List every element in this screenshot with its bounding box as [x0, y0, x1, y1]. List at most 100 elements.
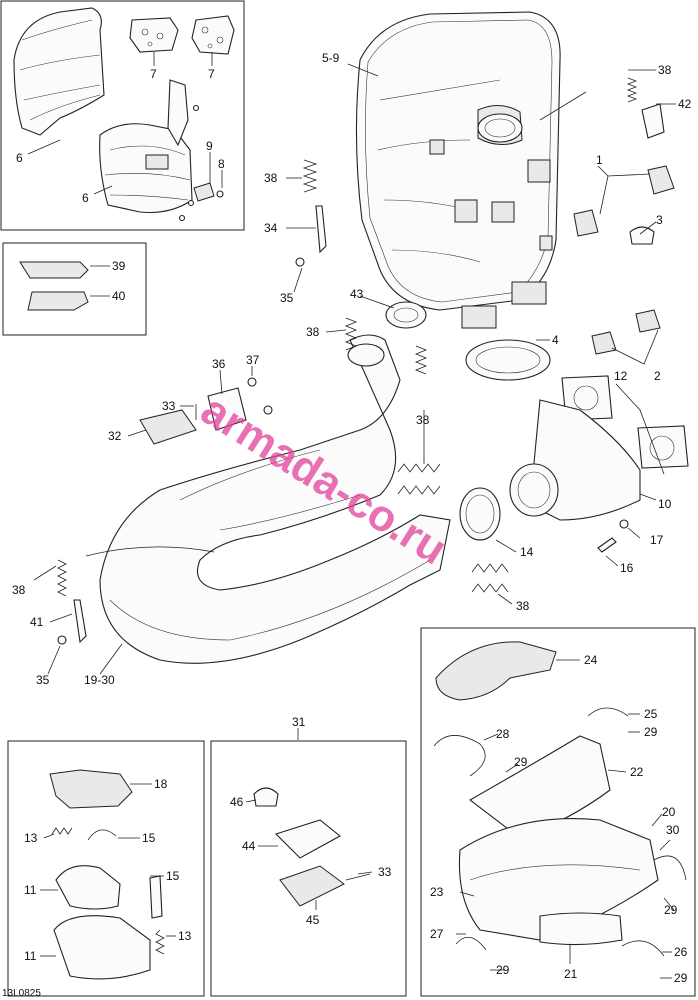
- grommet-2: [591, 309, 661, 355]
- clamp-25: [587, 707, 629, 717]
- bracket-41: [73, 599, 87, 644]
- callout-9: 9: [206, 139, 213, 153]
- spring-13b: [155, 929, 165, 955]
- callout-6b: 6: [82, 191, 89, 205]
- bracket-45: [279, 865, 345, 907]
- callout-12: 12: [614, 369, 628, 383]
- heat-shield-11b: [53, 915, 151, 980]
- screws-inset: [178, 104, 200, 222]
- callout-21: 21: [564, 967, 578, 981]
- callout-37: 37: [246, 353, 260, 367]
- callout-43: 43: [350, 287, 364, 301]
- spring-38c: [344, 317, 358, 351]
- callout-1: 1: [596, 153, 603, 167]
- callout-labels: 6 6 7 7 9 8 39 40 5-9 38 42 1 3 38 34 35…: [12, 51, 692, 985]
- callout-13b: 13: [178, 929, 192, 943]
- callout-33a: 33: [162, 399, 176, 413]
- spring-38e: [57, 559, 67, 597]
- lower-shield-inset-box: [7, 740, 205, 997]
- bracket-34: [315, 205, 327, 254]
- callout-38d: 38: [416, 413, 430, 427]
- decal-40: [27, 291, 89, 311]
- callout-2: 2: [654, 369, 661, 383]
- callout-15b: 15: [166, 869, 180, 883]
- callout-38f: 38: [516, 599, 530, 613]
- rubber-bumper-3: [629, 226, 655, 245]
- callout-46: 46: [230, 795, 244, 809]
- callout-33b: 33: [378, 865, 392, 879]
- spring-38d: [414, 345, 428, 375]
- grommet-ring-4: [465, 339, 551, 381]
- callout-36: 36: [212, 357, 226, 371]
- callout-40: 40: [112, 289, 126, 303]
- tailpipe-body-23: [458, 818, 659, 941]
- lower-heat-shield: [99, 79, 193, 214]
- spring-38a: [626, 77, 638, 103]
- bolt-16: [597, 537, 617, 553]
- clamp-26: [621, 940, 665, 957]
- screw-33b: [345, 873, 371, 881]
- callout-13a: 13: [24, 831, 38, 845]
- callout-45: 45: [306, 913, 320, 927]
- spring-13a: [51, 827, 73, 835]
- callout-31: 31: [292, 715, 306, 729]
- bracket-42: [641, 103, 665, 139]
- callout-22: 22: [630, 765, 644, 779]
- clamp-28: [433, 735, 486, 777]
- callout-35b: 35: [36, 673, 50, 687]
- decal-gasket-7b: [191, 15, 235, 55]
- bracket-inset-box: [210, 740, 407, 997]
- callout-24: 24: [584, 653, 598, 667]
- callout-14: 14: [520, 545, 534, 559]
- callout-41: 41: [30, 615, 44, 629]
- callout-26: 26: [674, 945, 688, 959]
- washer-17: [619, 519, 629, 529]
- clip-15b: [149, 875, 163, 919]
- nut-35b: [57, 635, 67, 645]
- callout-8: 8: [218, 157, 225, 171]
- callout-23: 23: [430, 885, 444, 899]
- screw-8: [216, 190, 224, 198]
- callout-11b: 11: [24, 949, 37, 963]
- bumper-46: [253, 787, 279, 807]
- outlet-21: [539, 912, 623, 946]
- mount-32-36: [139, 377, 273, 445]
- decal-39: [19, 261, 89, 279]
- grommet-1: [573, 165, 675, 237]
- springs-38f: [471, 563, 509, 593]
- callout-25: 25: [644, 707, 658, 721]
- clamp-27: [455, 936, 487, 951]
- leader-lines: [27, 52, 676, 979]
- callout-17: 17: [650, 533, 664, 547]
- muffler-body: [355, 11, 561, 329]
- callout-38e: 38: [12, 583, 26, 597]
- callout-7a: 7: [150, 67, 157, 81]
- callout-34: 34: [264, 221, 278, 235]
- callout-10: 10: [658, 497, 672, 511]
- gasket-43: [385, 301, 427, 329]
- callout-19-30: 19-30: [84, 673, 115, 687]
- callout-20: 20: [662, 805, 676, 819]
- callout-28: 28: [496, 727, 510, 741]
- callout-38b: 38: [264, 171, 278, 185]
- callout-18: 18: [154, 777, 168, 791]
- drawing-code: 13L0825: [2, 988, 41, 999]
- callout-27: 27: [430, 927, 444, 941]
- small-plate-9: [193, 182, 215, 202]
- callout-29a: 29: [644, 725, 658, 739]
- nut-35a: [295, 257, 305, 267]
- callout-3: 3: [656, 213, 663, 227]
- heat-shield-11a: [55, 865, 121, 910]
- callout-5-9: 5-9: [322, 51, 340, 65]
- callout-38a: 38: [658, 63, 672, 77]
- clamp-15a: [87, 829, 117, 841]
- callout-4: 4: [552, 333, 559, 347]
- tuned-pipe: [99, 334, 451, 664]
- heat-shield-inset-box: [0, 0, 245, 231]
- callout-39: 39: [112, 259, 126, 273]
- upper-heat-shield: [13, 7, 105, 136]
- seal-ring-14: [459, 487, 501, 541]
- bracket-44: [274, 819, 341, 859]
- callout-38c: 38: [306, 325, 320, 339]
